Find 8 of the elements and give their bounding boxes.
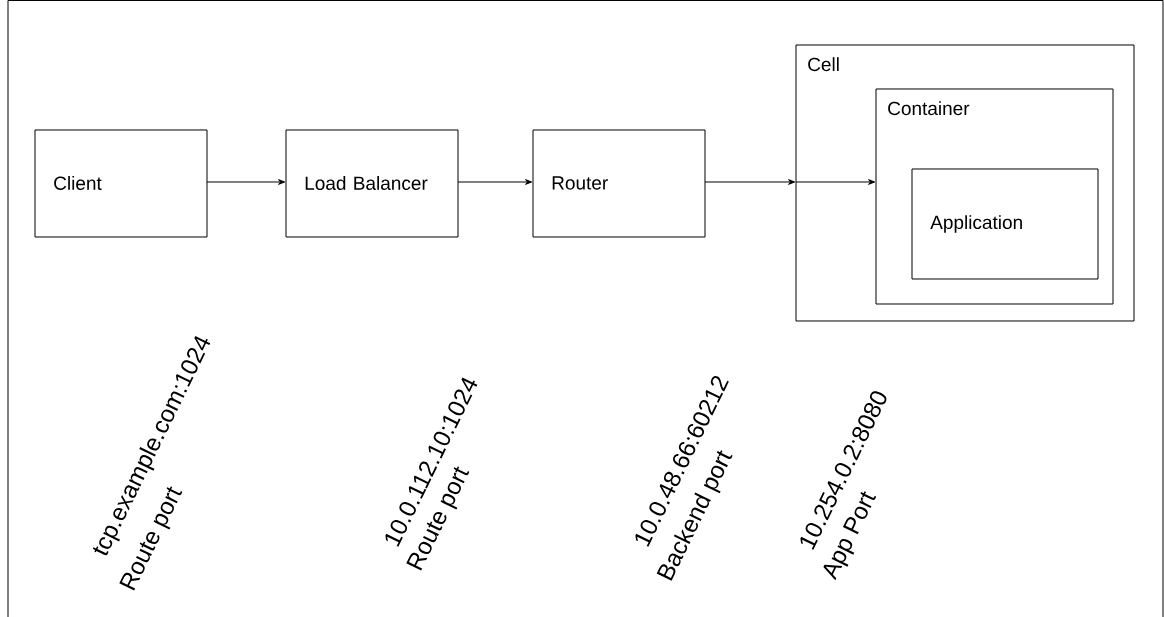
arrow — [206, 179, 286, 185]
process-box: Client — [34, 129, 208, 238]
process-box: Load Balancer — [285, 129, 459, 238]
nested-box: Application — [911, 168, 1099, 280]
arrow — [795, 179, 876, 185]
process-box: Router — [532, 129, 706, 238]
arrow — [457, 179, 533, 185]
arrow — [704, 179, 796, 185]
